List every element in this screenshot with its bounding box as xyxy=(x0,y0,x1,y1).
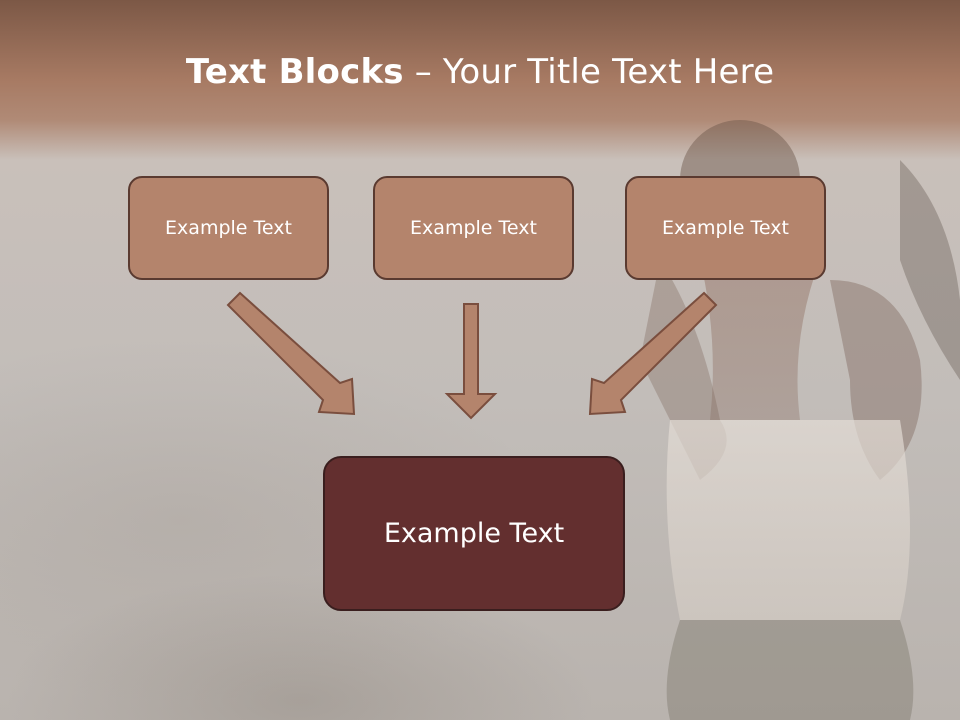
target-block-label: Example Text xyxy=(383,518,565,549)
title-bold: Text Blocks xyxy=(185,52,404,92)
text-block-3-label: Example Text xyxy=(662,217,789,239)
arrow-down-icon xyxy=(444,303,498,420)
text-block-2: Example Text xyxy=(373,176,574,280)
title-rest: – Your Title Text Here xyxy=(403,52,775,92)
arrow-down-left-icon xyxy=(588,291,718,416)
text-block-1: Example Text xyxy=(128,176,329,280)
text-block-2-label: Example Text xyxy=(410,217,537,239)
target-block: Example Text xyxy=(323,456,625,611)
slide-title: Text Blocks – Your Title Text Here xyxy=(0,52,960,92)
text-block-1-label: Example Text xyxy=(165,217,292,239)
arrow-down-right-icon xyxy=(226,291,356,416)
text-block-3: Example Text xyxy=(625,176,826,280)
